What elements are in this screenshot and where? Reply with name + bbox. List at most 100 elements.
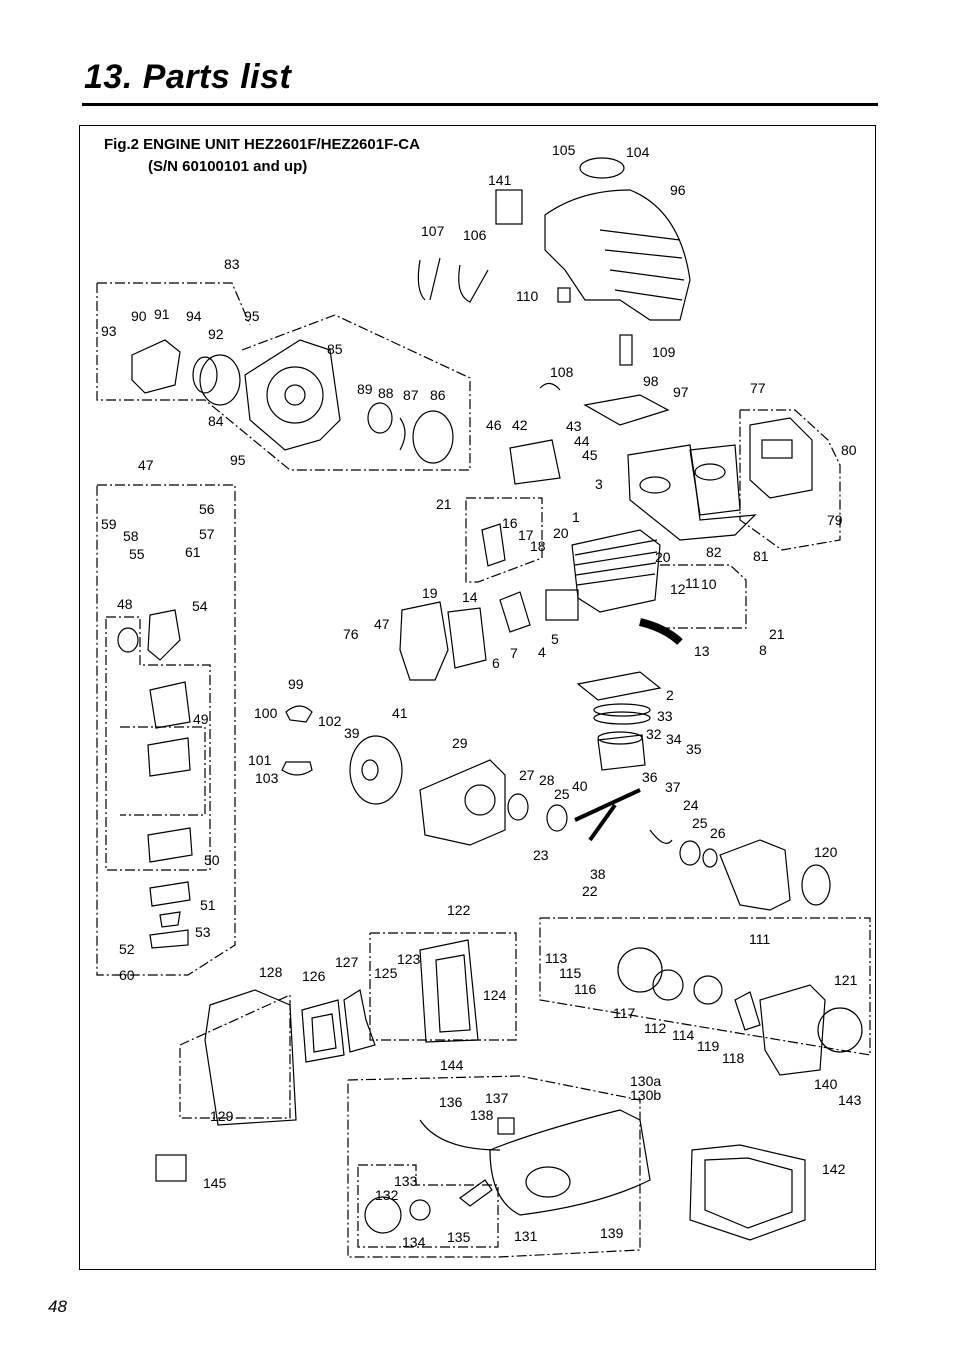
part-callout: 47 xyxy=(138,457,154,473)
part-callout: 85 xyxy=(327,341,343,357)
part-callout: 93 xyxy=(101,323,117,339)
part-callout: 117 xyxy=(613,1005,636,1021)
part-callout: 81 xyxy=(753,548,769,564)
part-callout: 77 xyxy=(750,380,766,396)
part-callout: 129 xyxy=(210,1108,234,1124)
part-callout: 140 xyxy=(814,1076,838,1092)
part-callout: 53 xyxy=(195,924,211,940)
part-callout: 113 xyxy=(545,950,568,966)
part-callout: 120 xyxy=(814,844,838,860)
part-callout: 57 xyxy=(199,526,215,542)
part-callout: 87 xyxy=(403,387,419,403)
part-callout: 23 xyxy=(533,847,549,863)
part-callout: 20 xyxy=(655,549,671,565)
part-callout: 12 xyxy=(670,581,686,597)
part-callout: 80 xyxy=(841,442,857,458)
part-callout: 19 xyxy=(422,585,438,601)
part-callout: 95 xyxy=(244,308,260,324)
part-callout: 100 xyxy=(254,705,278,721)
part-callout: 97 xyxy=(673,384,689,400)
title-rule xyxy=(82,103,878,106)
part-callout: 99 xyxy=(288,676,304,692)
part-drawings xyxy=(96,157,871,1258)
part-callout: 46 xyxy=(486,417,502,433)
part-callout: 7 xyxy=(510,645,518,661)
part-callout: 123 xyxy=(397,951,421,967)
part-callout: 24 xyxy=(683,797,699,813)
part-callout: 134 xyxy=(402,1234,426,1250)
part-callout: 48 xyxy=(117,596,133,612)
part-callout: 104 xyxy=(626,144,650,160)
part-callout: 36 xyxy=(642,769,658,785)
part-callout: 27 xyxy=(519,767,535,783)
part-callout: 33 xyxy=(657,708,673,724)
part-callout: 91 xyxy=(154,306,170,322)
part-callout: 119 xyxy=(697,1038,720,1054)
part-callout: 52 xyxy=(119,941,135,957)
part-callout: 55 xyxy=(129,546,145,562)
part-callout: 79 xyxy=(827,512,843,528)
part-callout: 5 xyxy=(551,631,559,647)
part-callout: 59 xyxy=(101,516,117,532)
part-callout: 35 xyxy=(686,741,702,757)
page-title: 13. Parts list xyxy=(84,58,292,96)
part-callout: 1 xyxy=(572,509,580,525)
part-callout: 107 xyxy=(421,223,445,239)
part-callout: 60 xyxy=(119,967,135,983)
part-callout: 39 xyxy=(344,725,360,741)
part-callout: 102 xyxy=(318,713,342,729)
part-callout: 128 xyxy=(259,964,283,980)
part-callout: 98 xyxy=(643,373,659,389)
part-callout: 143 xyxy=(838,1092,862,1108)
part-callout: 90 xyxy=(131,308,147,324)
part-callout: 89 xyxy=(357,381,373,397)
figure-title: Fig.2 ENGINE UNIT HEZ2601F/HEZ2601F-CA xyxy=(104,136,420,153)
part-callout: 122 xyxy=(447,902,471,918)
part-callout: 25 xyxy=(554,786,570,802)
part-callout: 20 xyxy=(553,525,569,541)
part-callout: 133 xyxy=(394,1173,418,1189)
figure-subtitle: (S/N 60100101 and up) xyxy=(148,158,308,175)
part-callout: 34 xyxy=(666,731,682,747)
part-callout: 114 xyxy=(672,1027,695,1043)
part-callout: 145 xyxy=(203,1175,227,1191)
group-outlines xyxy=(96,282,871,1258)
part-callout: 26 xyxy=(710,825,726,841)
part-callout: 136 xyxy=(439,1094,463,1110)
part-callout: 141 xyxy=(488,172,512,188)
part-callout: 38 xyxy=(590,866,606,882)
part-callout: 109 xyxy=(652,344,676,360)
part-callout: 132 xyxy=(375,1187,399,1203)
part-callout: 18 xyxy=(530,538,546,554)
part-callout: 142 xyxy=(822,1161,846,1177)
part-callout: 42 xyxy=(512,417,528,433)
part-callout: 49 xyxy=(193,711,209,727)
part-callout: 4 xyxy=(538,644,546,660)
part-callout: 32 xyxy=(646,726,662,742)
part-callout: 10 xyxy=(701,576,717,592)
part-callout: 25 xyxy=(692,815,708,831)
part-callout: 37 xyxy=(665,779,681,795)
part-callout: 144 xyxy=(440,1057,464,1073)
part-callout: 116 xyxy=(574,981,597,997)
figure-frame xyxy=(79,125,876,1270)
part-callout: 45 xyxy=(582,447,598,463)
part-callout: 13 xyxy=(694,643,710,659)
part-callout: 22 xyxy=(582,883,598,899)
part-callout: 58 xyxy=(123,528,139,544)
part-callout: 88 xyxy=(378,385,394,401)
part-callout: 51 xyxy=(200,897,216,913)
part-callout: 110 xyxy=(516,288,539,304)
part-callout: 108 xyxy=(550,364,574,380)
part-callout: 130a xyxy=(630,1073,661,1089)
part-callout: 21 xyxy=(769,626,785,642)
part-callout: 84 xyxy=(208,413,224,429)
part-callout: 2 xyxy=(666,687,674,703)
part-callout: 125 xyxy=(374,965,398,981)
part-callout: 16 xyxy=(502,515,518,531)
part-callout: 21 xyxy=(436,496,452,512)
part-callout: 47 xyxy=(374,616,390,632)
part-callout: 127 xyxy=(335,954,359,970)
part-callout: 6 xyxy=(492,655,500,671)
